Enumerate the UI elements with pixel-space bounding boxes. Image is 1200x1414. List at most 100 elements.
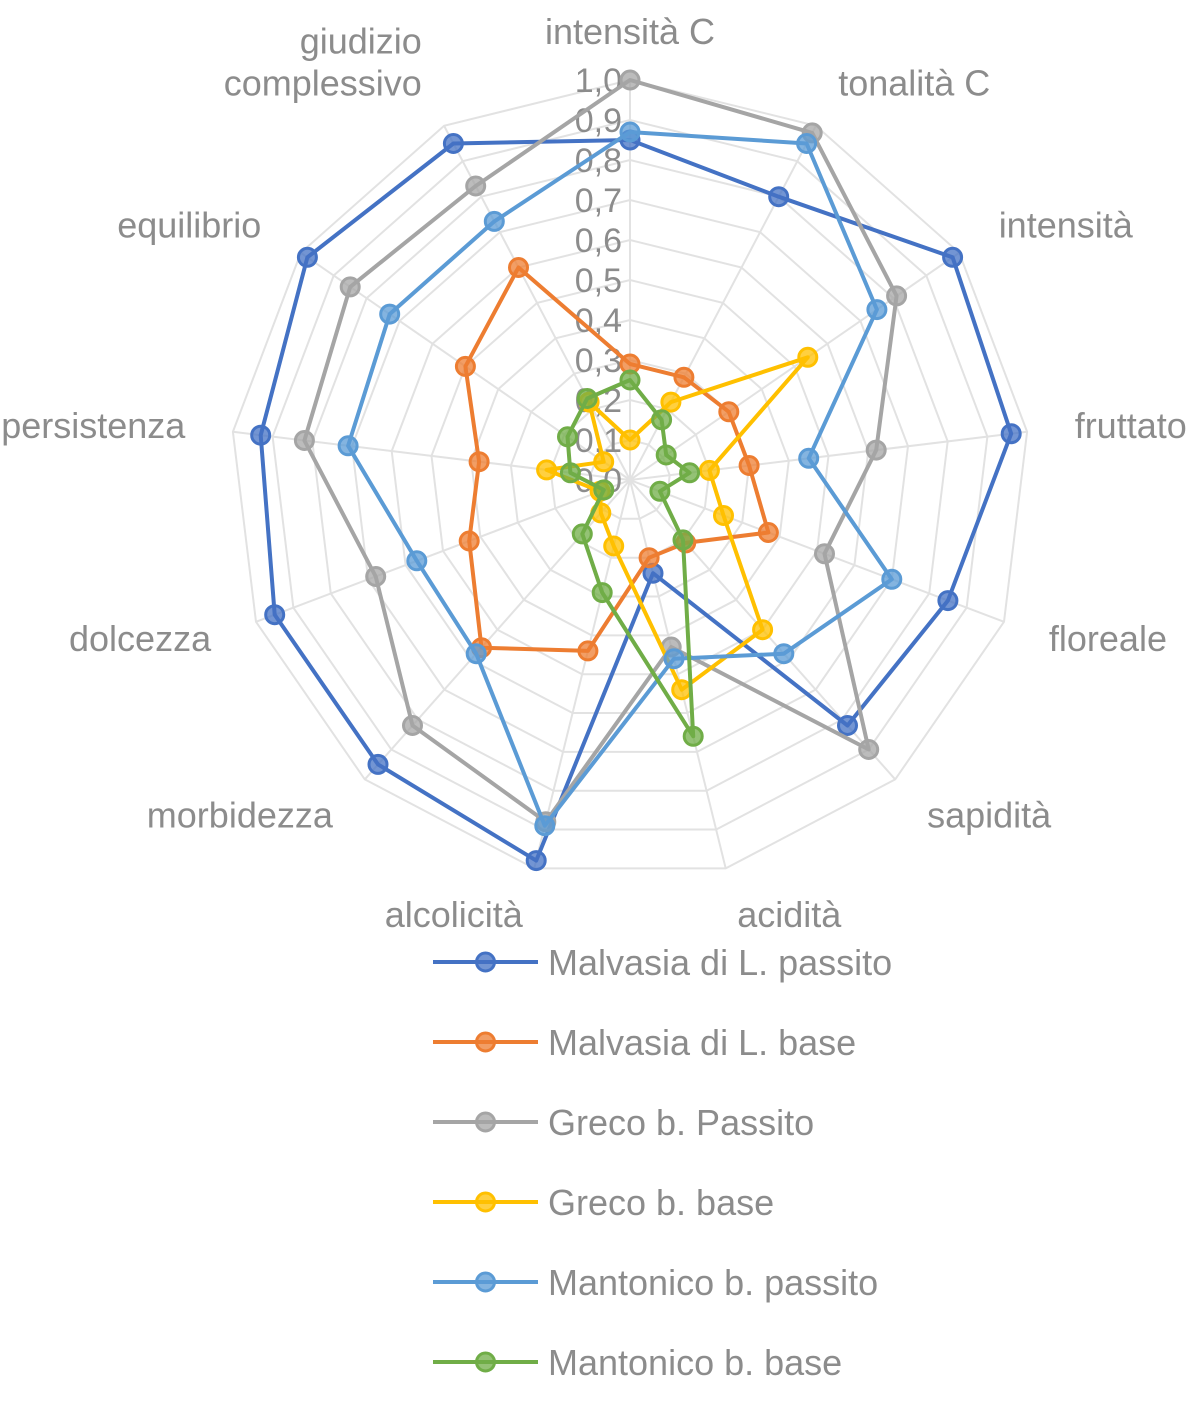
- legend-item: Mantonico b. passito: [433, 1262, 878, 1303]
- data-point: [534, 815, 556, 837]
- category-label: fruttato: [1075, 405, 1187, 446]
- data-point: [339, 276, 361, 298]
- data-point: [655, 444, 677, 466]
- series-line: [258, 138, 1014, 863]
- grid-spoke: [364, 479, 631, 781]
- category-label: intensità C: [545, 11, 715, 52]
- data-point: [557, 426, 578, 448]
- data-point: [865, 439, 887, 461]
- data-point: [679, 462, 701, 484]
- data-point: [718, 401, 740, 423]
- category-label: alcolicità: [385, 894, 524, 935]
- data-point: [649, 480, 671, 502]
- data-point: [406, 550, 428, 572]
- tick-label: 1,0: [575, 62, 622, 100]
- data-point: [858, 739, 880, 760]
- data-point: [465, 175, 487, 197]
- legend-marker: [475, 1271, 496, 1293]
- data-point: [886, 285, 908, 307]
- legend-label: Malvasia di L. passito: [548, 942, 892, 983]
- legend-item: Malvasia di L. passito: [433, 942, 892, 983]
- grid-ring: [271, 118, 989, 831]
- data-point: [757, 522, 779, 543]
- legend-item: Greco b. Passito: [433, 1102, 814, 1143]
- data-point: [651, 409, 673, 431]
- data-point: [814, 543, 835, 565]
- legend-marker: [475, 1111, 496, 1133]
- data-point: [250, 424, 272, 446]
- tick-label: 0,5: [575, 262, 622, 300]
- grid-spoke: [629, 479, 727, 869]
- legend-label: Malvasia di L. base: [548, 1022, 856, 1063]
- series-line: [346, 130, 894, 828]
- data-point: [773, 643, 795, 665]
- radial-axis-ticks: 0,00,10,20,30,40,50,60,70,80,91,0: [575, 62, 622, 500]
- grid-ring: [311, 158, 949, 792]
- data-point: [465, 643, 487, 665]
- data-point: [619, 369, 641, 391]
- data-point: [593, 479, 615, 501]
- data-point: [738, 455, 760, 476]
- data-point: [663, 648, 685, 670]
- data-point: [593, 451, 615, 473]
- grid-ring: [231, 78, 1029, 870]
- series-4: [337, 121, 903, 837]
- category-label: tonalità C: [838, 62, 990, 103]
- data-point: [379, 303, 401, 325]
- series-layer: [250, 69, 1022, 872]
- data-point: [559, 462, 581, 484]
- data-point: [468, 451, 490, 473]
- data-point: [682, 725, 704, 747]
- data-point: [619, 429, 641, 451]
- category-label: morbidezza: [147, 794, 334, 835]
- series-0: [250, 129, 1022, 872]
- data-point: [672, 529, 694, 551]
- category-label: persistenza: [1, 405, 186, 446]
- data-point: [577, 640, 599, 662]
- grid-ring: [430, 278, 830, 676]
- series-line: [302, 78, 899, 824]
- category-label: acidità: [737, 894, 842, 935]
- radar-grid: [231, 78, 1029, 870]
- data-point: [483, 210, 505, 232]
- data-point: [752, 619, 774, 641]
- tick-label: 0,3: [575, 342, 622, 380]
- data-point: [454, 355, 476, 377]
- legend-item: Greco b. base: [433, 1182, 774, 1223]
- legend-label: Mantonico b. base: [548, 1342, 842, 1383]
- data-point: [866, 299, 888, 321]
- data-point: [671, 679, 693, 701]
- data-point: [591, 582, 613, 604]
- data-point: [458, 530, 480, 552]
- data-point: [365, 566, 387, 587]
- legend-marker: [475, 1191, 496, 1213]
- data-point: [673, 366, 695, 388]
- data-point: [508, 257, 529, 278]
- category-label: sapidità: [927, 794, 1052, 835]
- tick-label: 0,8: [575, 142, 622, 180]
- data-point: [942, 246, 964, 268]
- data-point: [881, 568, 903, 590]
- tick-label: 0,6: [575, 222, 622, 260]
- data-point: [571, 523, 593, 545]
- data-point: [796, 133, 818, 154]
- legend-label: Mantonico b. passito: [548, 1262, 878, 1303]
- series-5: [557, 369, 704, 747]
- data-point: [698, 459, 720, 481]
- data-point: [798, 447, 820, 469]
- category-label: equilibrio: [117, 205, 261, 246]
- legend-label: Greco b. Passito: [548, 1102, 814, 1143]
- data-point: [837, 715, 858, 736]
- data-point: [619, 121, 641, 143]
- data-point: [264, 604, 286, 626]
- data-point: [576, 388, 598, 409]
- data-point: [1000, 423, 1022, 445]
- tick-label: 0,7: [575, 182, 622, 220]
- legend-marker: [475, 1351, 496, 1373]
- legend-marker: [475, 1031, 496, 1053]
- data-point: [797, 346, 819, 368]
- legend-label: Greco b. base: [548, 1182, 774, 1223]
